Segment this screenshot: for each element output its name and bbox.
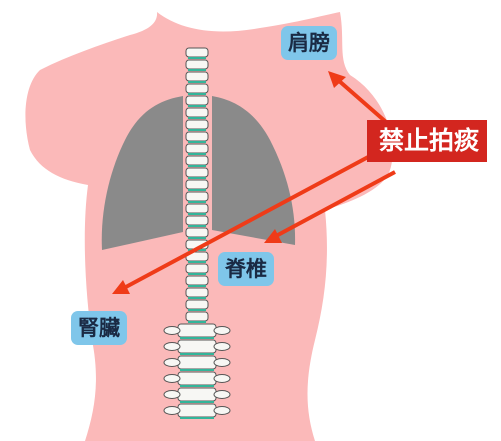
vertebra [186, 84, 208, 93]
vertebra-process [214, 375, 230, 383]
spinal-disc [180, 417, 214, 419]
vertebra [186, 228, 208, 237]
spinal-disc [188, 225, 206, 227]
spinal-disc [188, 201, 206, 203]
spinal-disc [188, 117, 206, 119]
vertebra [178, 372, 216, 385]
shoulder-label: 肩膀 [281, 26, 337, 60]
spinal-disc [188, 153, 206, 155]
vertebra-process [214, 327, 230, 335]
spinal-disc [180, 337, 214, 339]
vertebra [186, 288, 208, 297]
no-percussion-warning-label: 禁止拍痰 [367, 120, 487, 162]
spinal-disc [188, 69, 206, 71]
vertebra [186, 204, 208, 213]
kidney-label: 腎臟 [71, 311, 127, 345]
vertebra [186, 108, 208, 117]
vertebra [186, 132, 208, 141]
vertebra [178, 324, 216, 337]
spinal-disc [188, 81, 206, 83]
vertebra-process [164, 407, 180, 415]
spinal-disc [188, 105, 206, 107]
spinal-disc [188, 213, 206, 215]
vertebra [186, 192, 208, 201]
spinal-disc [188, 309, 206, 311]
spinal-disc [188, 93, 206, 95]
vertebra [186, 312, 208, 321]
vertebra [178, 340, 216, 353]
spinal-disc [180, 353, 214, 355]
spinal-disc [188, 177, 206, 179]
vertebra-process [214, 343, 230, 351]
vertebra [186, 216, 208, 225]
vertebra [186, 300, 208, 309]
vertebra [186, 156, 208, 165]
spinal-disc [188, 273, 206, 275]
spinal-disc [188, 285, 206, 287]
vertebra [178, 404, 216, 417]
vertebra-process [164, 359, 180, 367]
spinal-disc [188, 321, 206, 323]
spinal-disc [188, 165, 206, 167]
vertebra [186, 96, 208, 105]
vertebra-process [164, 391, 180, 399]
vertebra [186, 144, 208, 153]
spinal-disc [188, 57, 206, 59]
vertebra [186, 168, 208, 177]
spinal-disc [188, 189, 206, 191]
spinal-disc [180, 369, 214, 371]
vertebra [186, 60, 208, 69]
vertebra [178, 356, 216, 369]
spinal-disc [188, 141, 206, 143]
vertebra-process [214, 391, 230, 399]
vertebra [186, 276, 208, 285]
vertebra-process [164, 375, 180, 383]
vertebra-process [164, 327, 180, 335]
spine-label: 脊椎 [218, 252, 274, 286]
vertebra-process [214, 407, 230, 415]
vertebra-process [214, 359, 230, 367]
vertebra [178, 388, 216, 401]
vertebra [186, 120, 208, 129]
spinal-disc [188, 237, 206, 239]
spinal-disc [188, 261, 206, 263]
spinal-disc [180, 385, 214, 387]
spinal-disc [180, 401, 214, 403]
vertebra [186, 48, 208, 57]
spinal-disc [188, 129, 206, 131]
vertebra-process [164, 343, 180, 351]
spinal-disc [188, 297, 206, 299]
vertebra [186, 264, 208, 273]
vertebra [186, 180, 208, 189]
vertebra [186, 72, 208, 81]
